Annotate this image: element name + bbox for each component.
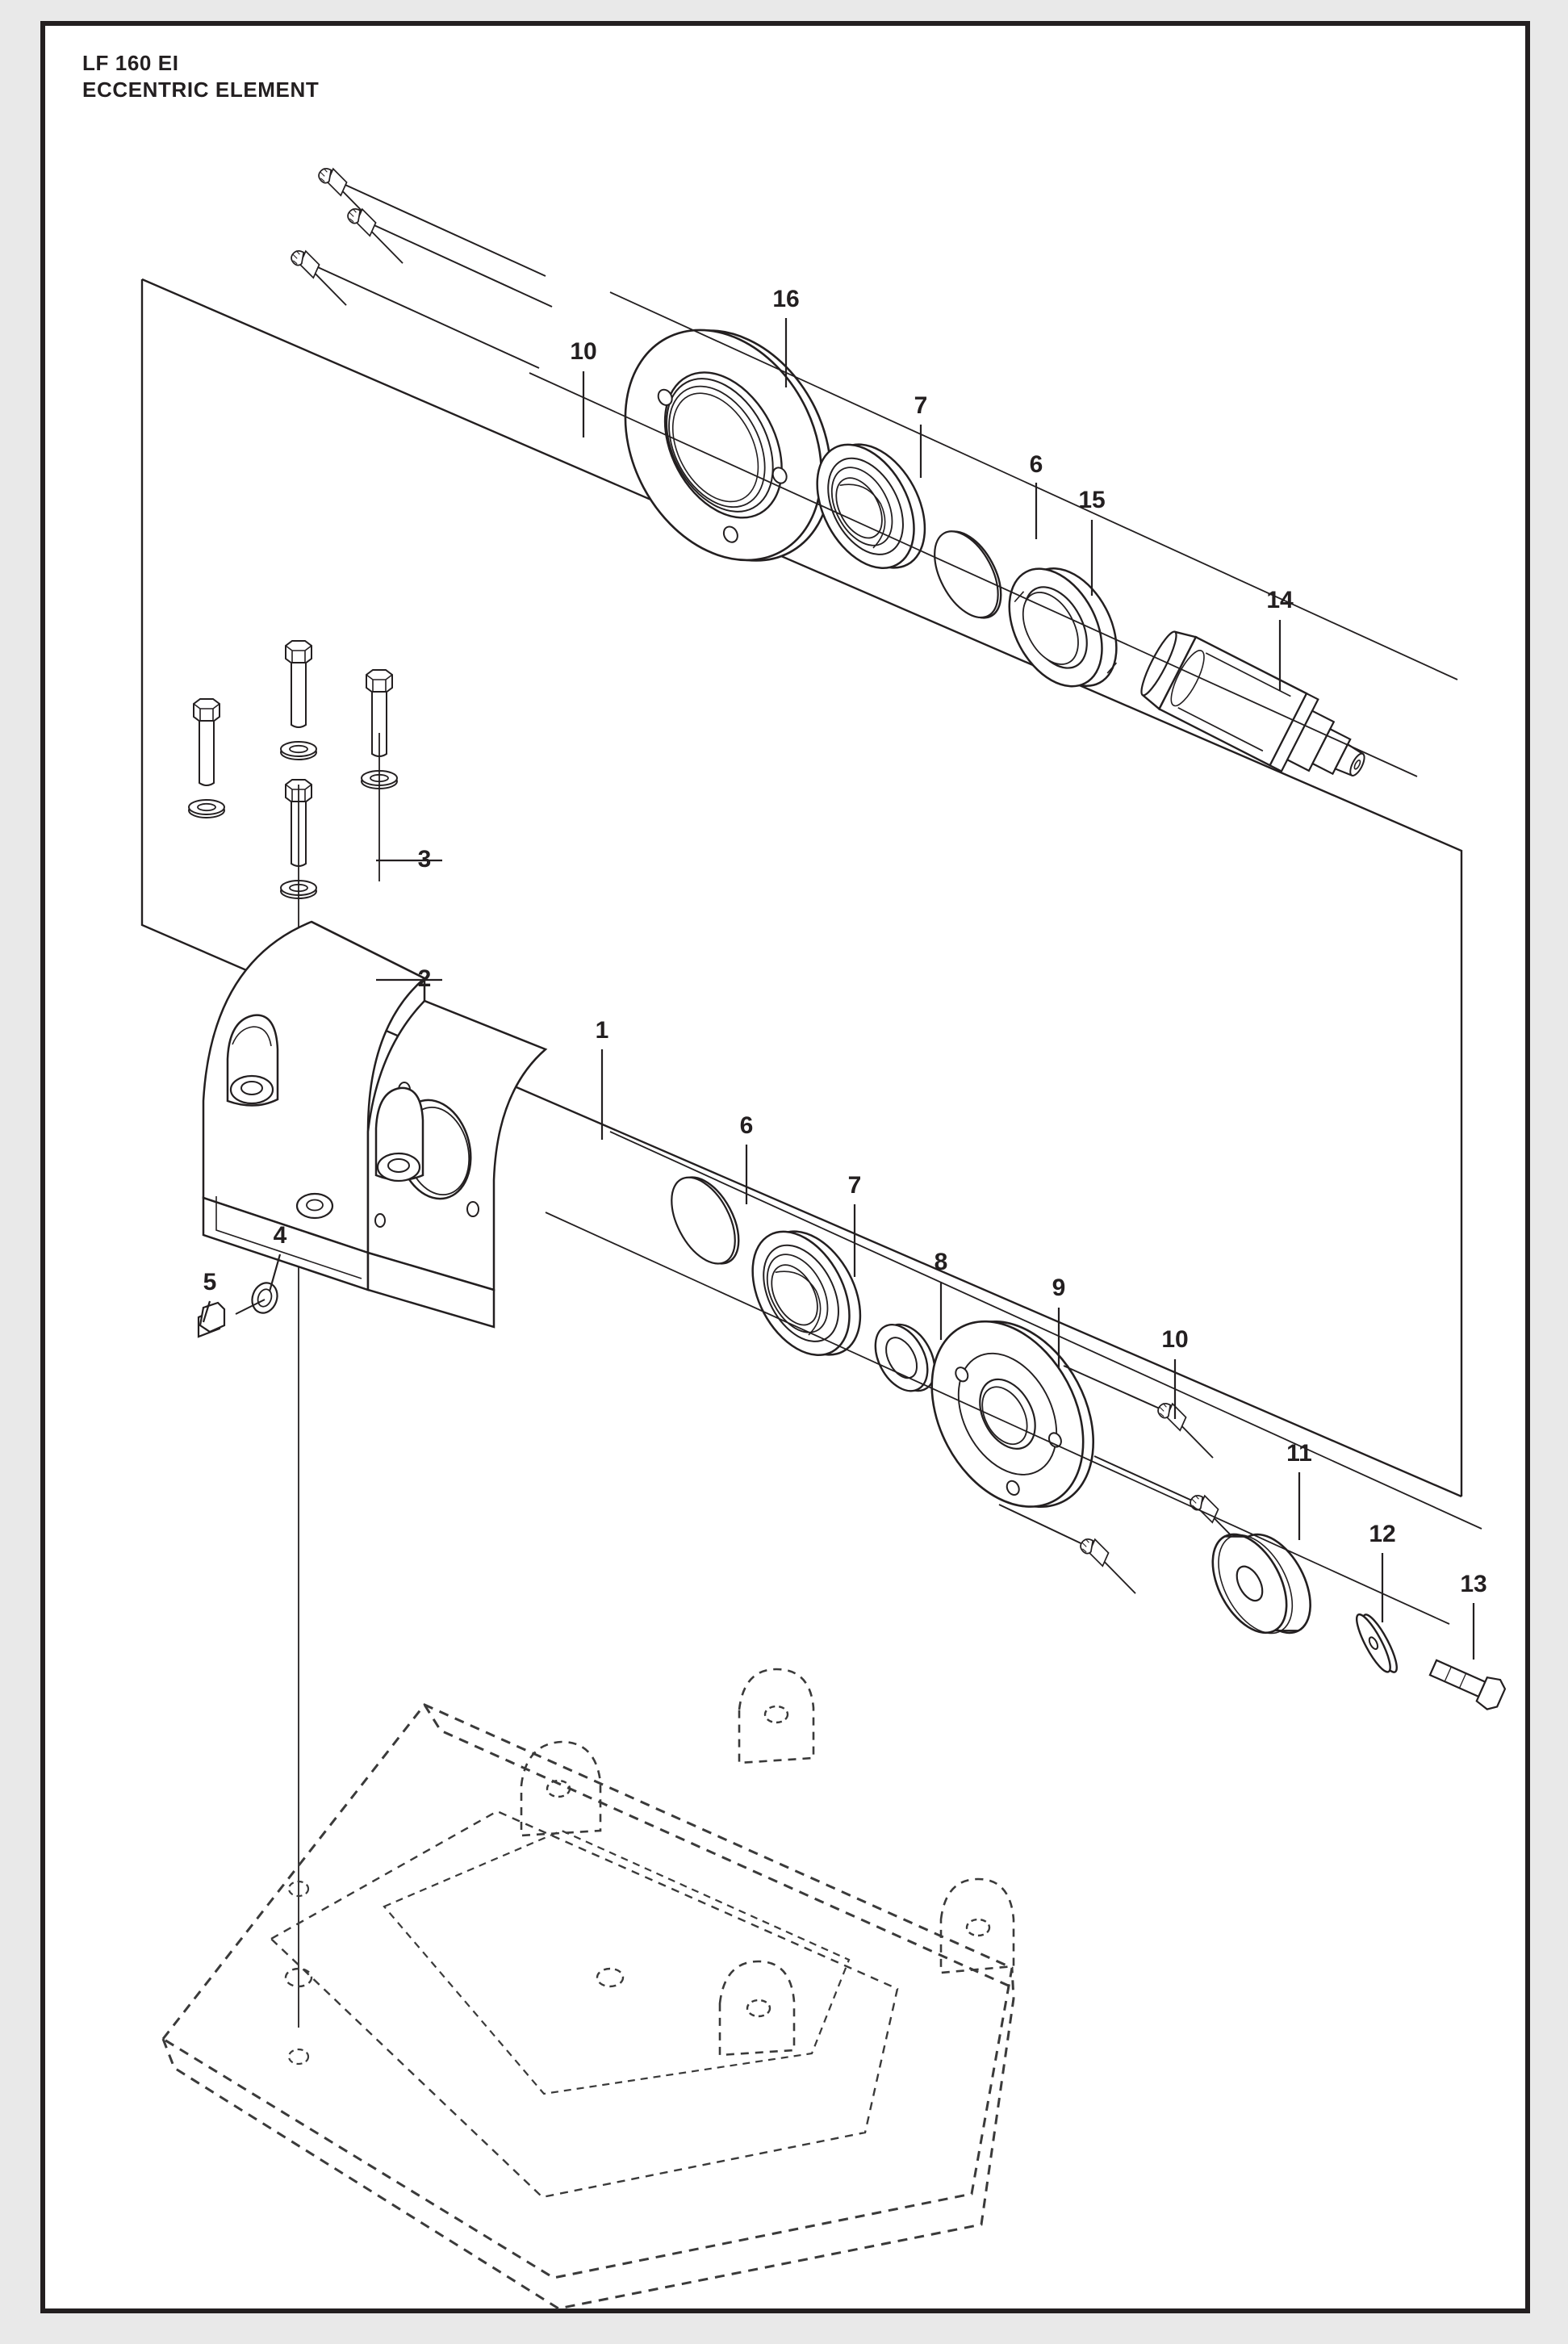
- callout-12: 12: [1369, 1521, 1395, 1547]
- exploded-view-illustration: 10 16 7 6 15 14 3 2 1 4 5 6 7 8 9 10 11 …: [140, 163, 1507, 2310]
- callout-9: 9: [1052, 1275, 1066, 1301]
- o-ring-part-6-lower: [671, 1176, 740, 1265]
- callout-11: 11: [1286, 1440, 1312, 1467]
- flange-bolt-upper-2: [338, 203, 553, 308]
- callout-15: 15: [1078, 487, 1105, 513]
- model-designation: LF 160 EI: [82, 51, 179, 75]
- base-plate-phantom: [161, 1668, 1015, 2310]
- sealing-washer-part-4: [251, 1282, 278, 1314]
- callout-6-upper: 6: [1030, 451, 1043, 478]
- callout-7-lower: 7: [848, 1172, 862, 1199]
- roller-bearing-part-7-upper: [816, 443, 926, 569]
- hex-bolt-part-13: [1428, 1659, 1507, 1710]
- flange-bolt-lower-3: [998, 1504, 1150, 1595]
- bearing-cover-part-16: [624, 329, 832, 562]
- eccentric-shaft-part-14: [1140, 630, 1365, 777]
- callout-5: 5: [203, 1269, 217, 1295]
- callout-7-upper: 7: [914, 392, 928, 419]
- eccentric-housing-part-1: [202, 920, 548, 1329]
- flange-bolt-upper-1: [309, 163, 546, 277]
- callout-3: 3: [418, 846, 432, 873]
- projection-plane: [140, 278, 1463, 1498]
- callout-8: 8: [935, 1249, 948, 1275]
- flange-bolt-lower-2: [1093, 1455, 1260, 1551]
- shaft-seal-part-15: [1008, 567, 1118, 688]
- flange-bolt-upper-3: [282, 245, 540, 369]
- callout-16: 16: [772, 286, 799, 312]
- callout-10-upper: 10: [570, 338, 596, 365]
- bearing-flange-part-9: [930, 1320, 1095, 1509]
- drawing-sheet: LF 160 EI ECCENTRIC ELEMENT: [40, 21, 1530, 2313]
- assembly-centrelines: [529, 291, 1482, 1625]
- callout-10-lower: 10: [1161, 1326, 1188, 1353]
- pulley-part-11: [1211, 1533, 1311, 1635]
- flange-bolt-lower-1: [1063, 1365, 1227, 1459]
- callout-14: 14: [1266, 587, 1294, 613]
- page-title: ECCENTRIC ELEMENT: [82, 77, 320, 103]
- callout-1: 1: [596, 1017, 609, 1044]
- callout-2: 2: [418, 965, 432, 992]
- spacer-ring-part-8: [874, 1323, 936, 1392]
- washer-part-12: [1355, 1613, 1398, 1673]
- callout-4: 4: [274, 1222, 287, 1249]
- callout-leaders: [202, 318, 1475, 1660]
- callout-13: 13: [1460, 1571, 1486, 1597]
- title-block: LF 160 EI ECCENTRIC ELEMENT: [82, 50, 319, 104]
- o-ring-part-6-upper: [934, 530, 1002, 619]
- roller-bearing-part-7-lower: [751, 1230, 862, 1356]
- callout-6-lower: 6: [740, 1112, 754, 1139]
- callout-numbers: 10 16 7 6 15 14 3 2 1 4 5 6 7 8 9 10 11 …: [203, 286, 1487, 1597]
